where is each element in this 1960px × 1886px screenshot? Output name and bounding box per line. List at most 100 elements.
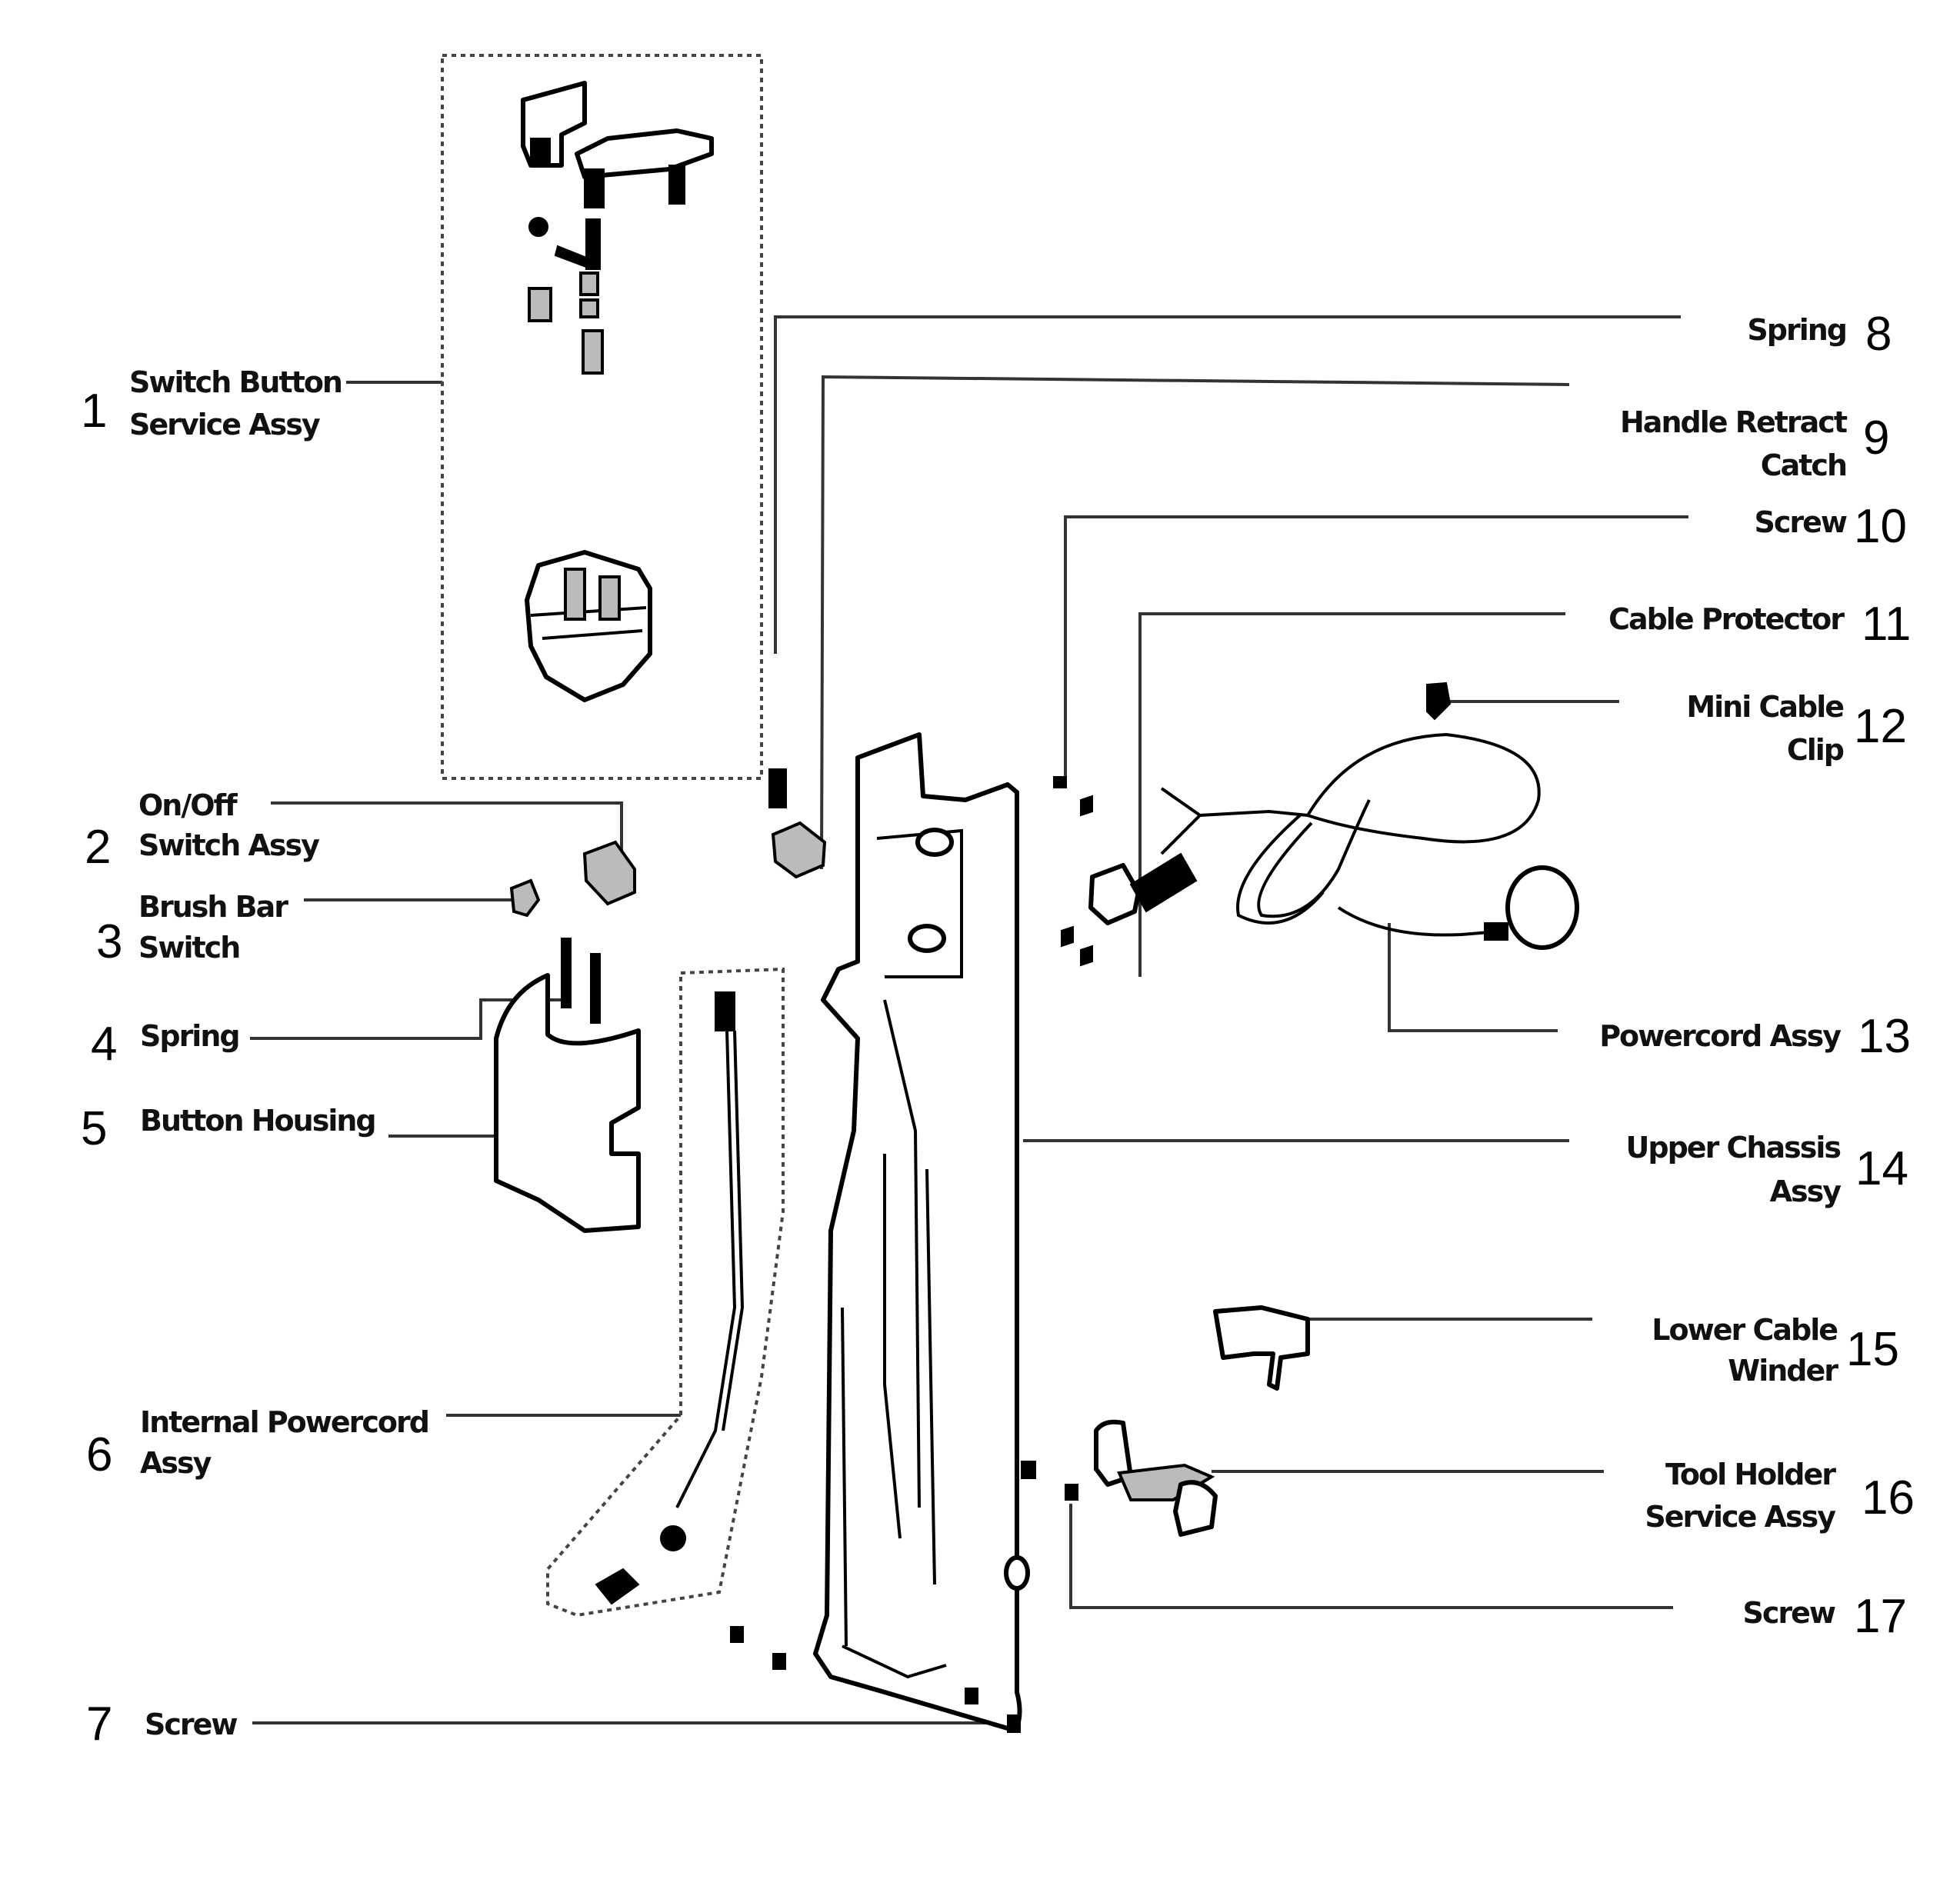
- screw-drawing: [730, 1626, 744, 1643]
- switch-post: [564, 568, 586, 621]
- leader-line: [1138, 612, 1565, 977]
- cord-loop: [1257, 799, 1371, 918]
- callout-3: 3 Brush Bar Switch: [96, 890, 512, 968]
- screw-drawing: [1080, 945, 1093, 967]
- cord-loop: [1306, 732, 1541, 844]
- button-cap-stem: [530, 138, 551, 166]
- upper-chassis-assy-drawing: [813, 732, 1030, 1733]
- chassis-base: [842, 1644, 947, 1679]
- screw-drawing: [772, 1653, 786, 1670]
- callout-5: 5 Button Housing: [81, 1102, 496, 1155]
- part-label-line1: Spring: [1747, 313, 1846, 347]
- small-nut-part: [528, 217, 548, 237]
- cord-terminal: [595, 1568, 640, 1605]
- chassis-boss: [908, 924, 946, 953]
- on-off-switch-drawing: [582, 840, 636, 906]
- part-number: 16: [1862, 1471, 1915, 1524]
- part-label-line2: Catch: [1761, 448, 1846, 482]
- switch-button-service-assy-drawing: [441, 54, 763, 780]
- lever-leg-right: [668, 165, 685, 205]
- cord-terminal: [660, 1525, 686, 1551]
- lever-leg-left: [584, 168, 605, 208]
- leader-line: [271, 801, 623, 854]
- part-label-line2: Assy: [140, 1446, 212, 1480]
- mini-cable-clip-drawing: [1426, 681, 1452, 721]
- internal-cord: [722, 1030, 745, 1431]
- part-number: 10: [1854, 500, 1907, 553]
- part-label-line1: Internal Powercord: [140, 1405, 428, 1439]
- part-number: 3: [96, 915, 122, 968]
- button-housing-drawing: [494, 973, 641, 1233]
- screw-drawing: [1080, 795, 1093, 817]
- cable-protector-drawing: [1088, 852, 1198, 925]
- leader-line: [1388, 923, 1558, 1032]
- switch-base-band: [530, 606, 647, 617]
- part-label-line1: Powercord Assy: [1599, 1019, 1842, 1053]
- leader-line: [774, 315, 1681, 654]
- small-link-part: [554, 245, 598, 271]
- screw-10-drawing: [1053, 776, 1067, 788]
- switch-post: [598, 575, 621, 621]
- small-bush-part: [579, 298, 599, 318]
- screw-drawing: [1061, 925, 1074, 948]
- callout-10: Screw 10: [1064, 500, 1907, 777]
- part-label-line1: Cable Protector: [1608, 602, 1845, 636]
- plunger-part: [582, 329, 604, 375]
- screw-17-drawing: [1065, 1484, 1078, 1501]
- part-label-line1: Screw: [1754, 505, 1846, 539]
- part-label-line2: Switch: [138, 931, 239, 965]
- cable-protector-sleeve: [1129, 852, 1198, 913]
- internal-cord: [675, 1030, 737, 1508]
- cord-lead: [1160, 809, 1308, 855]
- part-label-line1: Spring: [140, 1019, 239, 1053]
- spring-8-drawing: [768, 768, 787, 808]
- handle-retract-catch-drawing: [771, 821, 827, 879]
- screw-7-drawing: [1007, 1714, 1021, 1733]
- lower-cable-winder-drawing: [1213, 1305, 1310, 1391]
- dotted-group-box: [441, 54, 763, 780]
- leader-line: [820, 375, 1570, 870]
- part-label-line2: Clip: [1787, 733, 1844, 767]
- leader-line: [1069, 1504, 1673, 1609]
- part-number: 15: [1846, 1323, 1899, 1376]
- cord-lead: [1160, 787, 1202, 817]
- small-clip-part: [528, 287, 552, 322]
- part-label-line1: Button Housing: [140, 1104, 375, 1138]
- part-number: 2: [85, 821, 111, 874]
- callout-2: 2 On/Off Switch Assy: [85, 788, 623, 874]
- callout-14: Upper Chassis Assy 14: [1023, 1131, 1908, 1208]
- small-bush-part: [579, 272, 599, 296]
- brush-bar-switch-drawing: [509, 878, 541, 918]
- plug-neck: [1484, 922, 1508, 941]
- tool-holder-clip: [1173, 1480, 1218, 1537]
- part-label-line1: On/Off: [138, 788, 238, 822]
- chassis-channel: [883, 1154, 902, 1539]
- screw-drawing: [965, 1688, 978, 1704]
- part-number: 12: [1854, 700, 1907, 753]
- plug-head: [1505, 865, 1579, 950]
- part-label-line1: Switch Button: [129, 365, 342, 399]
- part-label-line1: Screw: [145, 1708, 237, 1741]
- part-label-line2: Service Assy: [1645, 1500, 1836, 1534]
- part-label-line1: Handle Retract: [1620, 405, 1848, 439]
- switch-base-part: [525, 550, 652, 702]
- connector-part: [715, 991, 735, 1031]
- callout-12: Mini Cable Clip 12: [1446, 690, 1907, 767]
- spring-4-drawing: [590, 953, 601, 1024]
- callout-15: Lower Cable Winder 15: [1308, 1313, 1899, 1388]
- chassis-hinge: [1004, 1555, 1030, 1591]
- part-label-line1: Screw: [1742, 1596, 1835, 1630]
- part-number: 6: [86, 1428, 112, 1481]
- part-number: 7: [86, 1698, 112, 1751]
- part-label-line2: Service Assy: [129, 408, 321, 442]
- callout-1: 1 Switch Button Service Assy: [81, 365, 442, 442]
- switch-base-band: [542, 629, 643, 640]
- cord-tail: [1337, 906, 1508, 937]
- callout-8: Spring 8: [774, 308, 1892, 654]
- chassis-channel: [883, 999, 921, 1508]
- callout-6: 6 Internal Powercord Assy: [86, 1405, 681, 1481]
- part-number: 14: [1855, 1142, 1908, 1195]
- part-number: 5: [81, 1102, 107, 1155]
- tool-holder-clip: [1094, 1419, 1133, 1487]
